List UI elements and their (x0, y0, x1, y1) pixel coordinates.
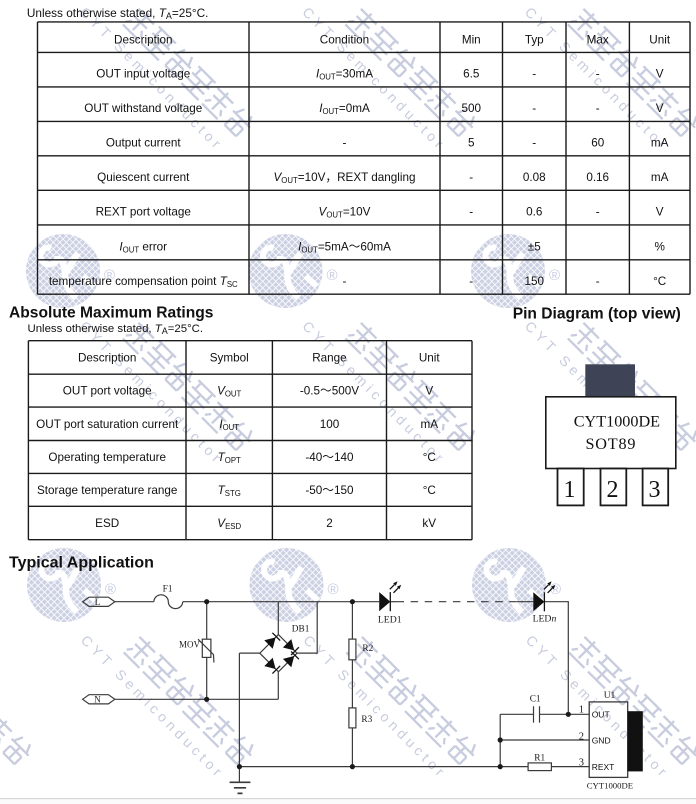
svg-text:Condition: Condition (320, 34, 369, 47)
svg-text:500: 500 (461, 102, 481, 115)
svg-text:±5: ±5 (528, 240, 541, 253)
svg-text:-: - (596, 206, 600, 219)
svg-text:100: 100 (320, 418, 340, 431)
svg-text:mA: mA (651, 171, 669, 184)
svg-text:IOUT=5mA～60mA: IOUT=5mA～60mA (298, 240, 391, 254)
svg-text:2: 2 (579, 731, 584, 742)
svg-text:Min: Min (462, 34, 481, 47)
svg-text:Unless otherwise stated, TA=25: Unless otherwise stated, TA=25°C. (28, 323, 204, 336)
svg-text:-: - (532, 68, 536, 81)
svg-text:R3: R3 (361, 715, 372, 725)
svg-text:-: - (596, 275, 600, 288)
svg-text:-0.5～500V: -0.5～500V (300, 385, 359, 398)
svg-text:GND: GND (592, 735, 611, 745)
svg-text:MOV: MOV (179, 640, 201, 650)
svg-text:R1: R1 (534, 754, 545, 764)
svg-text:Typical Application: Typical Application (9, 555, 154, 572)
svg-text:6.5: 6.5 (463, 68, 480, 81)
svg-text:3: 3 (579, 757, 584, 768)
svg-text:mA: mA (420, 418, 438, 431)
svg-text:L: L (95, 597, 101, 607)
svg-text:1: 1 (564, 477, 576, 503)
svg-text:VOUT=10V: VOUT=10V (319, 206, 371, 220)
svg-text:R2: R2 (362, 644, 373, 654)
svg-text:-: - (343, 137, 347, 150)
svg-text:kV: kV (422, 517, 436, 530)
svg-text:Description: Description (78, 351, 136, 364)
svg-text:0.6: 0.6 (526, 206, 542, 219)
svg-text:-: - (596, 102, 600, 115)
svg-text:Range: Range (312, 351, 346, 364)
svg-text:VOUT=10V，REXT dangling: VOUT=10V，REXT dangling (274, 171, 416, 185)
svg-text:Quiescent current: Quiescent current (97, 171, 190, 184)
svg-text:IOUT=0mA: IOUT=0mA (319, 102, 370, 116)
svg-text:SOT89: SOT89 (586, 435, 637, 453)
svg-text:150: 150 (524, 275, 544, 288)
svg-text:-50～150: -50～150 (305, 484, 354, 497)
svg-text:LED1: LED1 (378, 614, 402, 625)
svg-text:Operating temperature: Operating temperature (48, 451, 166, 464)
svg-text:5: 5 (468, 137, 475, 150)
svg-text:Description: Description (114, 34, 172, 47)
svg-text:CYT1000DE: CYT1000DE (574, 413, 660, 431)
svg-text:VOUT: VOUT (217, 385, 241, 399)
svg-text:F1: F1 (163, 585, 173, 595)
svg-text:2: 2 (607, 477, 619, 503)
svg-text:-: - (343, 275, 347, 288)
svg-text:CYT1000DE: CYT1000DE (587, 780, 633, 790)
svg-text:REXT port voltage: REXT port voltage (96, 206, 191, 219)
svg-text:IOUT error: IOUT error (119, 240, 167, 254)
svg-text:Symbol: Symbol (210, 351, 249, 364)
svg-text:Output current: Output current (106, 137, 181, 150)
svg-text:OUT: OUT (592, 710, 610, 720)
svg-text:Unless otherwise stated, TA=25: Unless otherwise stated, TA=25°C. (27, 6, 209, 21)
svg-text:mA: mA (651, 137, 669, 150)
svg-text:Max: Max (587, 34, 609, 47)
svg-text:°C: °C (423, 451, 436, 464)
svg-text:temperature compensation point: temperature compensation point TSC (49, 275, 238, 289)
svg-text:LEDn: LEDn (533, 613, 557, 624)
svg-text:VESD: VESD (217, 517, 241, 531)
svg-text:N: N (94, 694, 101, 704)
svg-text:ESD: ESD (95, 517, 119, 530)
svg-text:OUT port saturation current: OUT port saturation current (36, 418, 179, 431)
svg-text:Absolute Maximum Ratings: Absolute Maximum Ratings (9, 305, 214, 322)
svg-text:V: V (425, 385, 433, 398)
svg-text:V: V (656, 206, 664, 219)
svg-text:Pin Diagram (top view): Pin Diagram (top view) (513, 305, 681, 322)
svg-text:OUT port voltage: OUT port voltage (63, 385, 152, 398)
svg-text:Unit: Unit (419, 351, 441, 364)
svg-text:%: % (654, 240, 664, 253)
svg-text:-: - (532, 102, 536, 115)
svg-text:-: - (596, 68, 600, 81)
svg-text:0.16: 0.16 (586, 171, 609, 184)
svg-text:-: - (469, 275, 473, 288)
svg-text:IOUT=30mA: IOUT=30mA (316, 68, 373, 82)
svg-text:Storage temperature range: Storage temperature range (37, 484, 177, 497)
svg-text:REXT: REXT (592, 762, 615, 772)
svg-text:OUT input voltage: OUT input voltage (96, 68, 190, 81)
svg-text:-: - (469, 206, 473, 219)
svg-text:°C: °C (423, 484, 436, 497)
svg-text:V: V (656, 68, 664, 81)
svg-text:IOUT: IOUT (219, 418, 239, 432)
svg-text:3: 3 (649, 477, 661, 503)
svg-text:1: 1 (579, 705, 584, 716)
svg-text:TOPT: TOPT (218, 451, 241, 465)
svg-text:-40～140: -40～140 (305, 451, 354, 464)
svg-text:TSTG: TSTG (218, 484, 241, 498)
svg-text:U1: U1 (604, 691, 616, 701)
svg-text:DB1: DB1 (292, 625, 310, 635)
svg-text:C1: C1 (530, 695, 541, 705)
svg-text:0.08: 0.08 (523, 171, 546, 184)
svg-text:°C: °C (653, 275, 666, 288)
svg-text:-: - (469, 171, 473, 184)
svg-text:Unit: Unit (649, 34, 671, 47)
svg-text:OUT withstand voltage: OUT withstand voltage (84, 102, 202, 115)
svg-text:60: 60 (591, 137, 605, 150)
svg-text:-: - (532, 137, 536, 150)
svg-text:2: 2 (326, 517, 333, 530)
svg-text:Typ: Typ (525, 34, 544, 47)
svg-text:V: V (656, 102, 664, 115)
